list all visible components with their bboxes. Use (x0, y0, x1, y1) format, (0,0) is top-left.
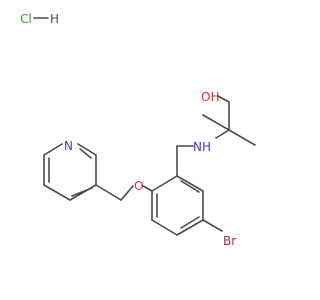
bond-ch2-py (95, 184, 122, 201)
ring-bond-3 (176, 219, 204, 236)
amine-label: NH (193, 140, 211, 154)
py-bond-5 (77, 143, 97, 156)
bonds (43, 95, 256, 236)
bond-ring-br (202, 219, 223, 232)
bond-ring-o (142, 185, 153, 192)
bromine-label: Br (223, 234, 236, 248)
py-double-3 (79, 148, 92, 159)
chlorine-label: Cl (20, 12, 32, 26)
bond-oh-ch2 (217, 95, 230, 103)
py-bond-2 (43, 184, 71, 201)
hydroxyl-label: OH (201, 90, 219, 104)
py-double-1 (71, 187, 93, 197)
hcl-salt: Cl H (20, 12, 59, 26)
py-bond-4 (43, 143, 63, 156)
ring-bond-6 (151, 175, 178, 192)
pyridine-nitrogen-label: N (64, 139, 73, 153)
atom-labels: OH NH O N Br (64, 90, 236, 248)
ring-bond-1 (176, 175, 204, 192)
ring-double-2 (180, 216, 200, 229)
ether-oxygen-label: O (134, 179, 143, 193)
structure-canvas: Cl H (20, 12, 256, 248)
ring-bond-4 (151, 219, 178, 236)
bond-cq-me2 (202, 114, 230, 131)
hydrogen-label: H (50, 12, 59, 26)
ring-double-1 (180, 180, 200, 193)
molecule-drawing: Cl H (20, 12, 256, 248)
bond-o-ch2 (120, 185, 134, 201)
bond-cq-nh (215, 129, 230, 139)
bond-cq-me1 (228, 129, 256, 146)
